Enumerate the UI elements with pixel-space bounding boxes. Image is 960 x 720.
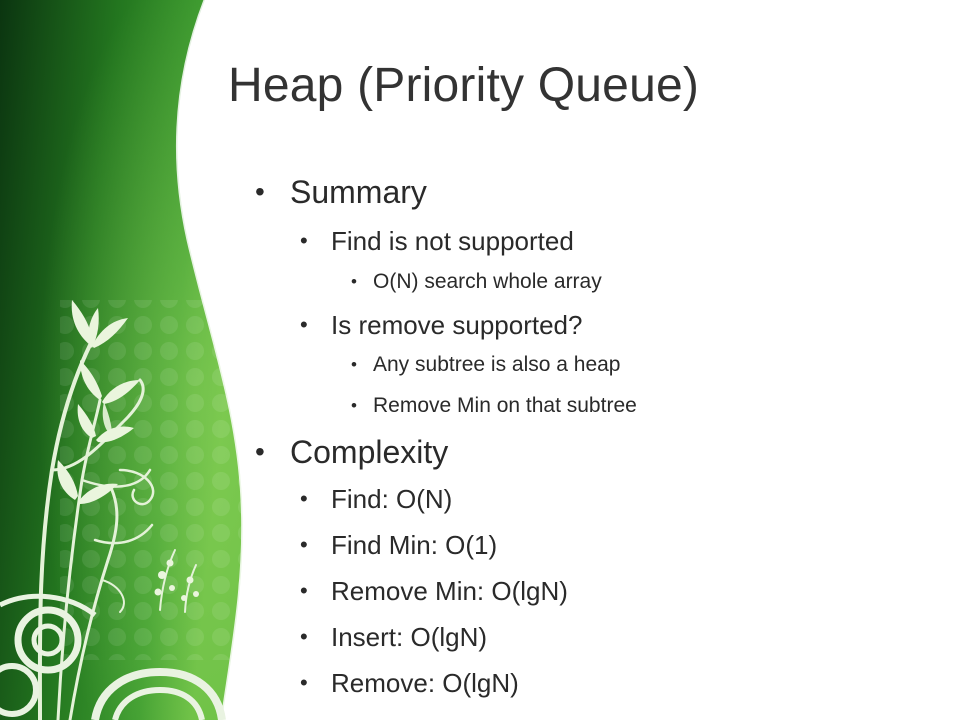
bullet-icon: •: [300, 312, 308, 337]
bullet-icon: •: [255, 176, 265, 207]
summary-heading: Summary: [290, 174, 427, 210]
complexity-remove-min-text: Remove Min: O(lgN): [331, 576, 568, 606]
flower-icon: [57, 300, 140, 504]
bullet-icon: •: [300, 486, 308, 511]
search-whole-array-text: O(N) search whole array: [373, 270, 602, 293]
complexity-remove-text: Remove: O(lgN): [331, 668, 519, 698]
bullet-icon: •: [300, 670, 308, 695]
bullet-icon: •: [300, 228, 308, 253]
remove-min-subtree-text: Remove Min on that subtree: [373, 394, 637, 417]
sprig-icon: [154, 559, 199, 601]
bullet-icon: •: [351, 396, 357, 415]
bullet-icon: •: [300, 624, 308, 649]
bullet-icon: •: [300, 532, 308, 557]
complexity-heading: Complexity: [290, 434, 449, 470]
remove-supported-text: Is remove supported?: [331, 310, 583, 340]
slide-title: Heap (Priority Queue): [228, 59, 700, 112]
bullet-icon: •: [351, 355, 357, 374]
rings-icon: [0, 593, 226, 720]
complexity-find-text: Find: O(N): [331, 484, 453, 514]
subtree-heap-text: Any subtree is also a heap: [373, 353, 621, 376]
bullet-icon: •: [351, 272, 357, 291]
complexity-find-min-text: Find Min: O(1): [331, 530, 498, 560]
find-not-supported-text: Find is not supported: [331, 226, 574, 256]
complexity-insert-text: Insert: O(lgN): [331, 622, 488, 652]
panel-edge: [175, 0, 245, 720]
bullet-icon: •: [300, 578, 308, 603]
vine-icon: [37, 343, 197, 720]
bullet-icon: •: [255, 436, 265, 467]
